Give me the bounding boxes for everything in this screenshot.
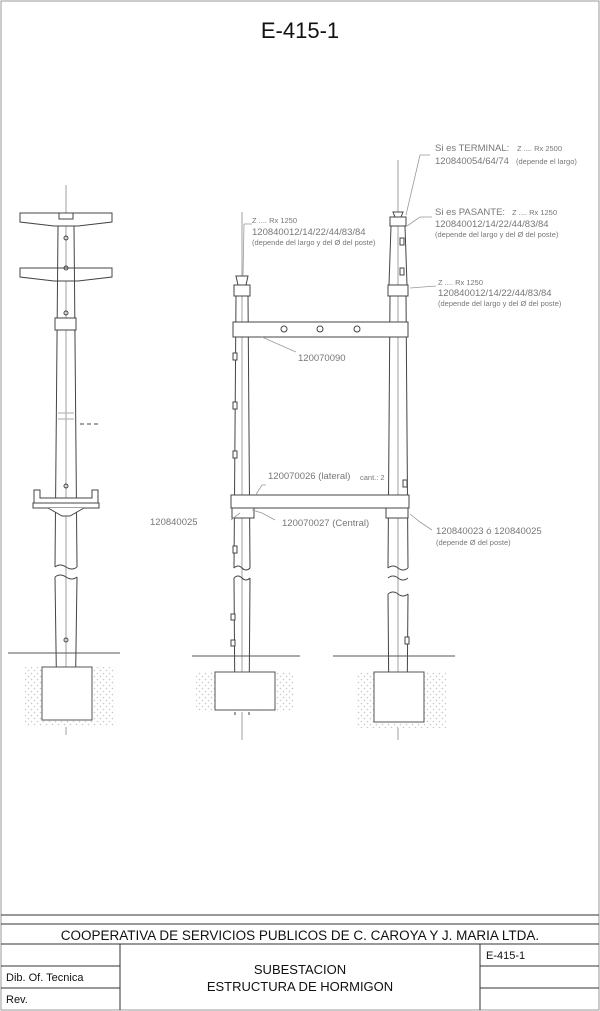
- pasante-prefix: Si es PASANTE:: [435, 207, 505, 218]
- foundation-pit: [41, 666, 93, 721]
- title-line-1: SUBESTACION: [254, 962, 346, 977]
- terminal-detail: Z .... Rx 2500: [517, 144, 562, 153]
- crossarm-cap: [58, 212, 74, 220]
- left-pole: [230, 275, 255, 716]
- lower-crossarm: [19, 267, 113, 282]
- right-clamp-code: 120840023 ó 120840025: [436, 526, 542, 537]
- single-pole-side-view: [8, 185, 120, 735]
- title-block: [1, 914, 599, 1010]
- left-top-note: (depende del largo y del Ø del poste): [252, 238, 376, 247]
- company-name: COOPERATIVA DE SERVICIOS PUBLICOS DE C. …: [61, 928, 539, 943]
- leader-lines: [230, 154, 437, 531]
- terminal-code: 120840054/64/74: [435, 156, 509, 167]
- dib-label: Dib. Of. Tecnica: [6, 972, 84, 984]
- left-top-code: 120840012/14/22/44/83/84: [252, 227, 366, 238]
- lower-beam: [230, 494, 410, 509]
- annotations: Si es TERMINAL: Z .... Rx 2500 120840054…: [150, 143, 577, 547]
- right-mid-code: 120840012/14/22/44/83/84: [438, 288, 552, 299]
- drawing-title: E-415-1: [260, 18, 340, 43]
- h-structure-front-view: [192, 160, 455, 740]
- lateral-code: 120070026 (lateral): [268, 471, 350, 482]
- terminal-prefix: Si es TERMINAL:: [435, 143, 509, 154]
- bolt-hole: [63, 235, 69, 241]
- right-mid-note: (depende del largo y del Ø del poste): [438, 299, 562, 308]
- right-mid-detail: Z .... Rx 1250: [438, 278, 483, 287]
- pasante-note: (depende del largo y del Ø del poste): [435, 230, 559, 239]
- left-clamp-code: 120840025: [150, 517, 198, 528]
- pasante-code: 120840012/14/22/44/83/84: [435, 219, 549, 230]
- right-clamp-note: (depende Ø del poste): [436, 538, 511, 547]
- central-code: 120070027 (Central): [282, 518, 369, 529]
- title-line-2: ESTRUCTURA DE HORMIGON: [207, 979, 393, 994]
- rev-label: Rev.: [6, 994, 28, 1006]
- pole-collar: [54, 317, 77, 331]
- title-block-number: E-415-1: [486, 950, 525, 962]
- upper-beam-code: 120070090: [298, 353, 346, 364]
- pasante-detail: Z .... Rx 1250: [512, 208, 557, 217]
- bolt-hole: [63, 265, 69, 271]
- break-line: [54, 564, 78, 570]
- lateral-qty: cant.: 2: [360, 473, 385, 482]
- right-pole: [385, 211, 410, 716]
- upper-beam: [232, 321, 409, 338]
- left-top-detail: Z .... Rx 1250: [252, 216, 297, 225]
- bolt-hole: [63, 310, 69, 316]
- terminal-note: (depende el largo): [516, 157, 577, 166]
